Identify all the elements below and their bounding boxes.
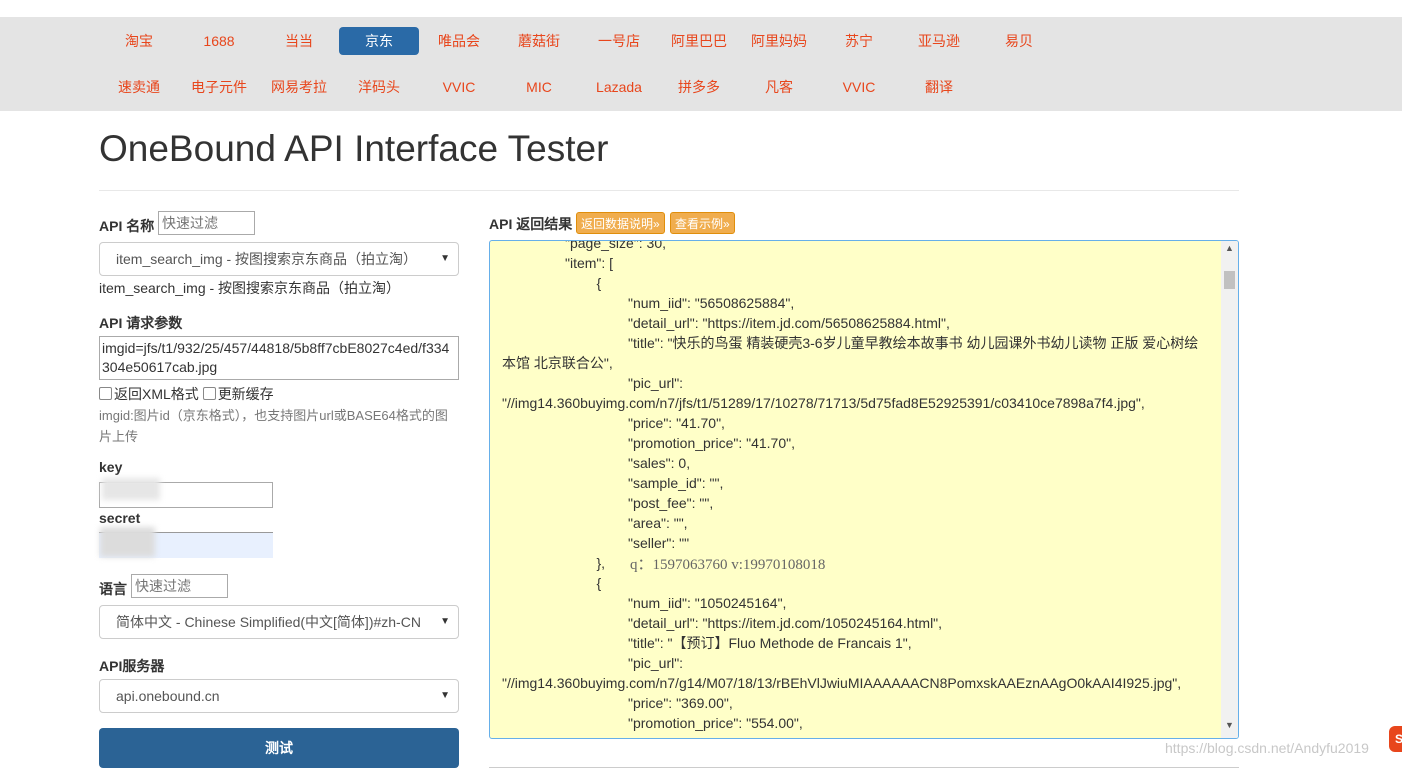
json-line: "num_iid": "1050245164", [628, 595, 787, 611]
xml-checkbox[interactable] [99, 387, 112, 400]
json-line: "detail_url": "https://item.jd.com/10502… [628, 615, 943, 631]
caret-down-icon: ▼ [440, 690, 450, 701]
nav-item[interactable]: MIC [526, 79, 552, 95]
scroll-thumb[interactable] [1224, 271, 1235, 289]
api-select-value: item_search_img - 按图搜索京东商品（拍立淘） [116, 251, 418, 267]
json-line: "page_size": 30, [565, 240, 667, 251]
options-row: 返回XML格式 更新缓存 [99, 384, 274, 404]
nav-item[interactable]: 电子元件 [191, 79, 247, 95]
language-select-value: 简体中文 - Chinese Simplified(中文[简体])#zh-CN [116, 614, 421, 630]
json-line: "//img14.360buyimg.com/n7/g14/M07/18/13/… [502, 675, 1182, 691]
scroll-up-icon[interactable]: ▲ [1225, 243, 1234, 253]
json-line: "area": "", [628, 515, 688, 531]
nav-item[interactable]: 蘑菇街 [518, 33, 560, 49]
redacted-key [102, 478, 160, 500]
json-line: "seller": "" [628, 535, 690, 551]
server-select-value: api.onebound.cn [116, 688, 220, 704]
scroll-down-icon[interactable]: ▼ [1225, 720, 1234, 730]
divider [99, 190, 1239, 191]
nav-item[interactable]: 阿里巴巴 [671, 33, 727, 49]
json-line: "detail_url": "https://item.jd.com/56508… [628, 315, 950, 331]
nav-item[interactable]: 易贝 [1005, 33, 1033, 49]
page-title: OneBound API Interface Tester [99, 128, 609, 169]
key-label: key [99, 459, 123, 475]
json-line: "item": [ [565, 255, 614, 271]
result-content: "page_size": 30, "item": [ { "num_iid": "56… [502, 240, 1207, 738]
server-label: API服务器 [99, 658, 165, 674]
nav-item[interactable]: 一号店 [598, 33, 640, 49]
nav-item[interactable]: 网易考拉 [271, 79, 327, 95]
nav-item[interactable]: 唯品会 [438, 33, 480, 49]
api-filter-input[interactable] [158, 211, 255, 235]
server-select[interactable]: api.onebound.cn ▼ [99, 679, 459, 713]
redacted-secret [100, 527, 155, 557]
nav-item[interactable]: 亚马逊 [918, 33, 960, 49]
result-doc-button[interactable]: 返回数据说明» [576, 212, 665, 234]
csdn-badge-icon[interactable]: S [1389, 726, 1402, 752]
nav-item[interactable]: 凡客 [765, 79, 793, 95]
nav-item[interactable]: VVIC [442, 79, 476, 95]
nav-item[interactable]: 洋码头 [358, 79, 400, 95]
params-label: API 请求参数 [99, 315, 183, 331]
json-line: "num_iid": "56508625884", [628, 295, 795, 311]
api-description: item_search_img - 按图搜索京东商品（拍立淘） [99, 280, 401, 296]
caret-down-icon: ▼ [440, 616, 450, 627]
params-textarea[interactable]: imgid=jfs/t1/932/25/457/44818/5b8ff7cbE8… [99, 336, 459, 380]
json-line: "//img14.360buyimg.com/n7/jfs/t1/51289/1… [502, 395, 1145, 411]
test-button[interactable]: 测试 [99, 728, 459, 768]
divider [489, 767, 1239, 768]
nav-item[interactable]: 淘宝 [125, 33, 153, 49]
json-line: "title": "【预订】Fluo Methode de Francais 1… [628, 635, 912, 651]
caret-down-icon: ▼ [440, 253, 450, 264]
nav-item[interactable]: Lazada [596, 79, 642, 95]
nav-item[interactable]: 翻译 [925, 79, 953, 95]
json-line: "promotion_price": "554.00", [628, 715, 803, 731]
json-line: "sales": 0, [502, 733, 1207, 738]
nav-item[interactable]: 速卖通 [118, 79, 160, 95]
cache-checkbox[interactable] [202, 387, 216, 400]
language-label: 语言 [99, 581, 127, 597]
json-line: "sales": 0, [628, 455, 691, 471]
nav-item[interactable]: VVIC [842, 79, 876, 95]
json-line: { [596, 575, 602, 591]
json-line: "price": "41.70", [628, 415, 725, 431]
json-line: "promotion_price": "41.70", [628, 435, 795, 451]
json-line: "pic_url": [628, 655, 684, 671]
result-textarea[interactable]: "page_size": 30, "item": [ { "num_iid": "56… [489, 240, 1239, 739]
json-line: "post_fee": "", [628, 495, 714, 511]
example-button[interactable]: 查看示例» [670, 212, 735, 234]
nav-item[interactable]: 苏宁 [845, 33, 873, 49]
scrollbar[interactable]: ▲ ▼ [1221, 241, 1238, 738]
json-line: { [596, 275, 602, 291]
language-filter-input[interactable] [131, 574, 228, 598]
cache-checkbox-label: 更新缓存 [217, 386, 274, 402]
nav-row-1: 淘宝 1688 当当 京东 唯品会 蘑菇街 一号店 阿里巴巴 阿里妈妈 苏宁 亚马逊 易贝 [99, 27, 1059, 55]
watermark: https://blog.csdn.net/Andyfu2019 [1165, 740, 1369, 756]
nav-item[interactable]: 京东 [339, 27, 419, 55]
param-help-text: imgid:图片id（京东格式），也支持图片url或BASE64格式的图片上传 [99, 408, 448, 444]
json-line: "pic_url": [628, 375, 684, 391]
secret-label: secret [99, 510, 141, 526]
language-select[interactable]: 简体中文 - Chinese Simplified(中文[简体])#zh-CN … [99, 605, 459, 639]
json-line: "price": "369.00", [628, 695, 733, 711]
api-select[interactable]: item_search_img - 按图搜索京东商品（拍立淘） ▼ [99, 242, 459, 276]
json-line: "title": "快乐的鸟蛋 精装硬壳3-6岁儿童早教绘本故事书 幼儿园课外书… [502, 335, 1199, 371]
json-line: "sample_id": "", [628, 475, 724, 491]
nav-row-2: 速卖通 电子元件 网易考拉 洋码头 VVIC MIC Lazada 拼多多 凡客 VVIC 翻译 [99, 73, 979, 99]
nav-item[interactable]: 拼多多 [678, 79, 720, 95]
nav-item[interactable]: 阿里妈妈 [751, 33, 807, 49]
api-name-label: API 名称 [99, 218, 155, 234]
json-line: }, [596, 555, 606, 571]
nav-item[interactable]: 1688 [203, 33, 235, 49]
contact-overlay: q：1597063760 v:19970108018 [630, 557, 826, 573]
site-nav-bar: 淘宝 1688 当当 京东 唯品会 蘑菇街 一号店 阿里巴巴 阿里妈妈 苏宁 亚马逊 易贝 速卖通 电子… [0, 17, 1402, 111]
result-label: API 返回结果 [489, 216, 573, 232]
nav-item[interactable]: 当当 [285, 33, 313, 49]
xml-checkbox-label: 返回XML格式 [114, 386, 199, 402]
